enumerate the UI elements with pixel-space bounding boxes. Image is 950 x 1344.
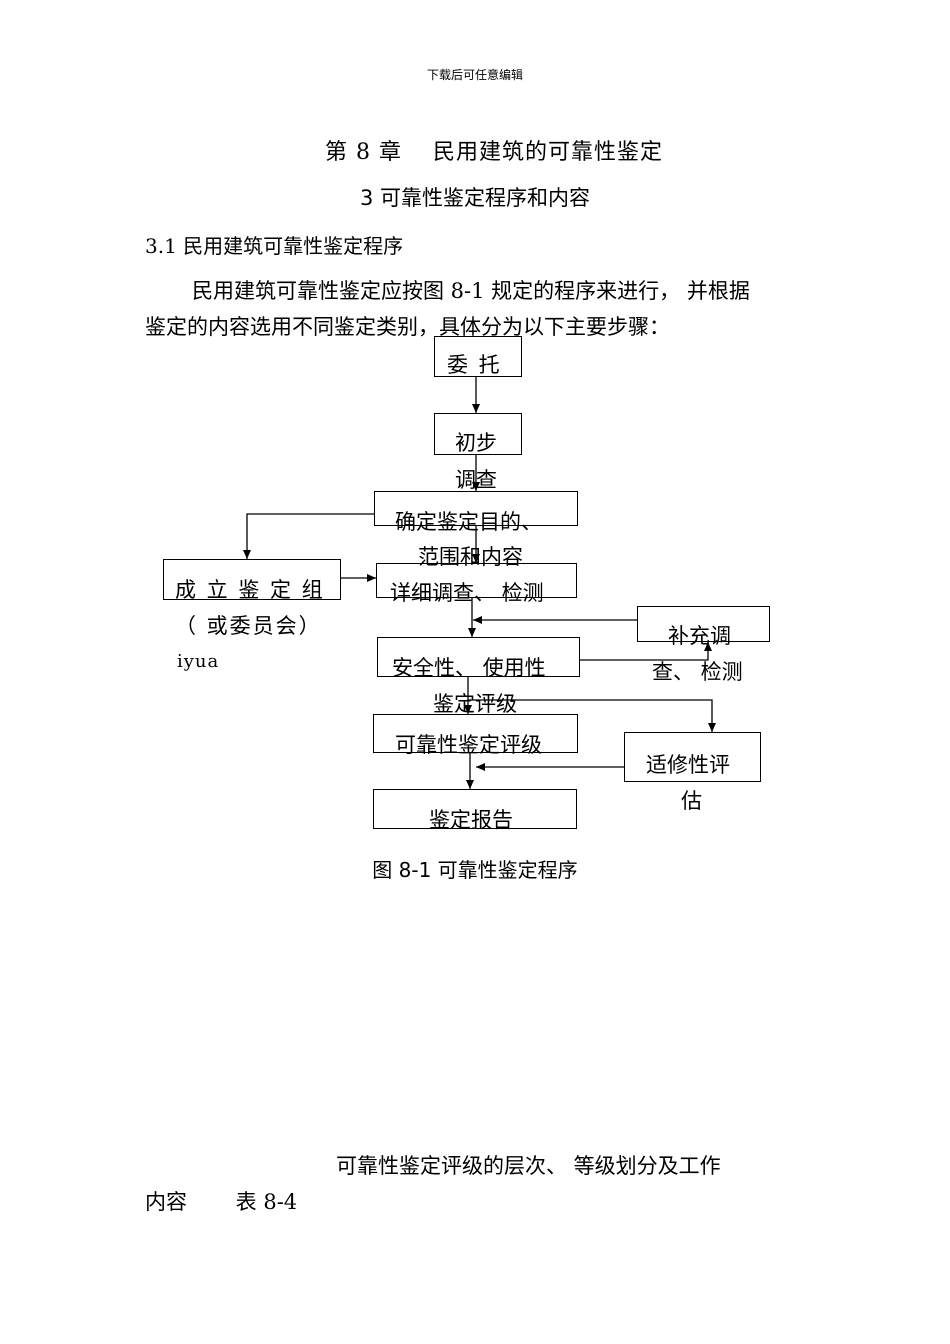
- chapter-title: 第 8 章 民用建筑的可靠性鉴定: [325, 140, 663, 165]
- label-supplement-line1: 补充调: [668, 624, 731, 648]
- label-detailed: 详细调查、 检测: [390, 581, 544, 605]
- box-prelim-survey: [434, 413, 522, 455]
- table-title-line-2: 内容 表 8-4: [145, 1190, 298, 1214]
- box-reliability-rating: [373, 714, 578, 753]
- arrow-purpose-to-group: [243, 513, 374, 559]
- subsection-title: 3.1 民用建筑可靠性鉴定程序: [145, 234, 404, 258]
- label-safety-line1: 安全性、 使用性: [392, 656, 546, 680]
- label-prelim-line1: 初步: [455, 431, 497, 455]
- section-title: 3 可靠性鉴定程序和内容: [359, 186, 591, 210]
- label-safety-line2: 鉴定评级: [433, 692, 517, 716]
- box-report: [373, 789, 577, 829]
- label-adapt-line2: 估: [681, 789, 702, 813]
- box-safety-rating: [377, 637, 580, 677]
- label-report: 鉴定报告: [429, 808, 513, 832]
- label-group-line2: （ 或委员会）: [175, 614, 322, 638]
- label-supplement-line2: 查、 检测: [652, 660, 743, 684]
- label-purpose-line1: 确定鉴定目的、: [395, 510, 542, 534]
- arrow-to-adaptability: [468, 699, 716, 732]
- label-entrust: 委 托: [447, 353, 502, 377]
- label-purpose-line2: 范围和内容: [418, 545, 523, 569]
- arrow-safety-to-supplement: [580, 642, 712, 661]
- paragraph-line-2: 鉴定的内容选用不同鉴定类别，具体分为以下主要步骤：: [145, 315, 670, 339]
- table-title-line-1: 可靠性鉴定评级的层次、 等级划分及工作: [336, 1154, 721, 1178]
- label-group-line3: iyua: [177, 651, 220, 672]
- label-adapt-line1: 适修性评: [646, 753, 730, 777]
- label-prelim-line2: 调查: [455, 468, 497, 492]
- box-purpose: [374, 491, 578, 526]
- label-reliability: 可靠性鉴定评级: [395, 733, 542, 757]
- box-supplement: [637, 606, 770, 642]
- paragraph-line-1: 民用建筑可靠性鉴定应按图 8-1 规定的程序来进行， 并根据: [192, 279, 750, 303]
- box-detailed-survey: [376, 563, 577, 598]
- page-header: 下载后可任意编辑: [426, 68, 523, 82]
- box-group: [163, 559, 341, 600]
- box-entrust: [434, 336, 522, 377]
- figure-caption: 图 8-1 可靠性鉴定程序: [372, 858, 578, 882]
- label-group-line1: 成 立 鉴 定 组: [175, 578, 325, 602]
- box-adaptability: [624, 732, 761, 782]
